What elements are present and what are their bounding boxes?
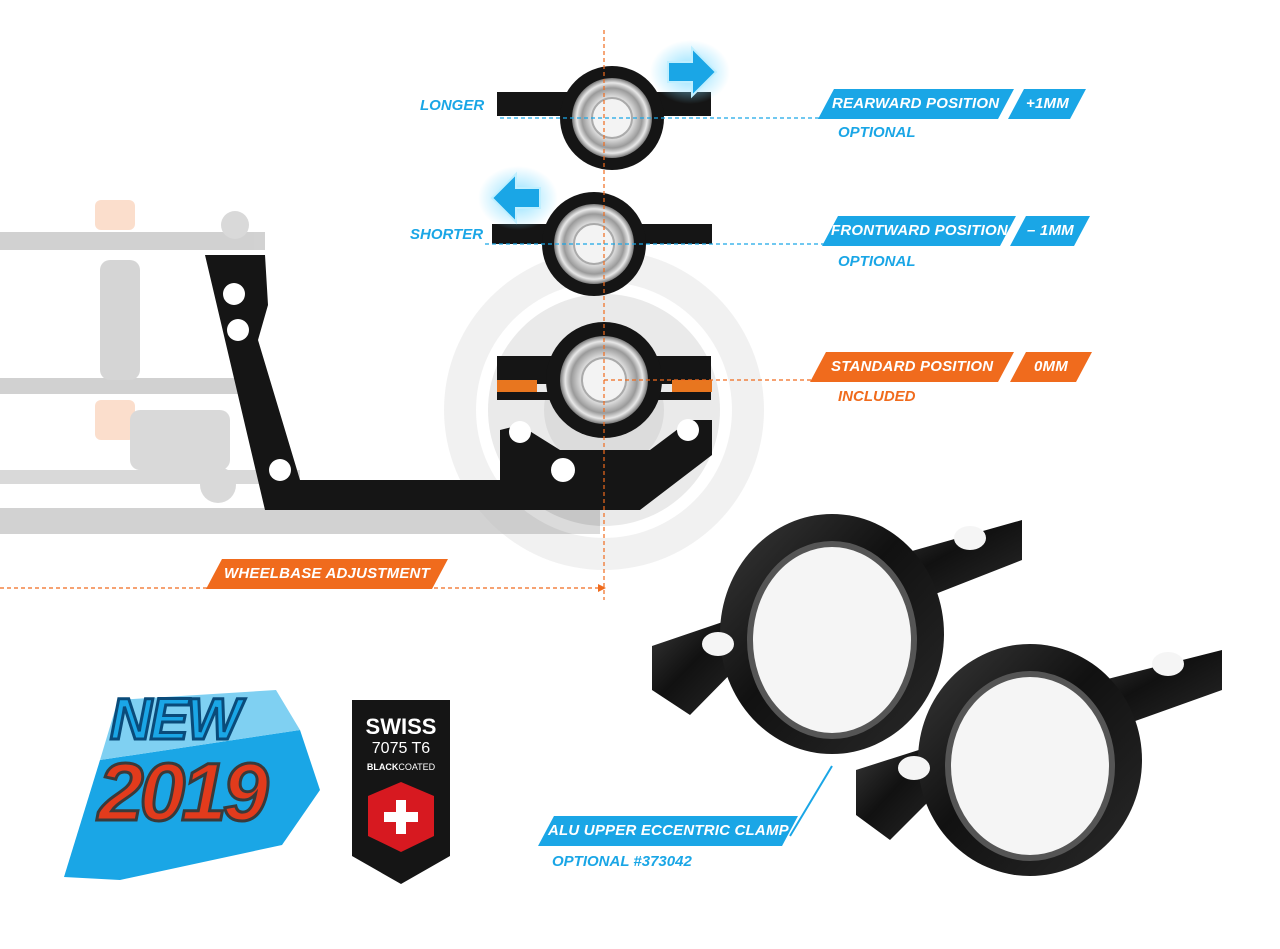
swiss-line2: 7075 T6 [371, 740, 431, 757]
tag-rearward: REARWARD POSITION [818, 89, 1014, 119]
new-2019-badge [64, 690, 320, 880]
frontward-optional: OPTIONAL [838, 253, 916, 270]
swiss-line3: BLACKCOATED [366, 762, 436, 772]
tag-standard: STANDARD POSITION [810, 352, 1014, 382]
tag-frontward: FRONTWARD POSITION [822, 216, 1016, 246]
label-longer: LONGER [420, 97, 485, 114]
tag-wheelbase: WHEELBASE ADJUSTMENT [206, 559, 448, 589]
clamp-optional: OPTIONAL #373042 [552, 853, 692, 870]
swiss-badge [352, 700, 450, 884]
chassis-plate [205, 255, 712, 510]
tag-clamp: ALU UPPER ECCENTRIC CLAMP [538, 816, 798, 846]
badge-new-year: 2019 [96, 746, 269, 840]
rearward-optional: OPTIONAL [838, 124, 916, 141]
product-clamp-1 [652, 514, 1022, 754]
arrow-left-icon [478, 166, 558, 230]
chassis-background [0, 200, 600, 534]
label-shorter: SHORTER [410, 226, 484, 243]
arrow-right-icon [650, 40, 730, 104]
badge-new-word: NEW [108, 686, 242, 754]
standard-included: INCLUDED [838, 388, 916, 405]
swiss-line1: SWISS [365, 714, 437, 739]
product-clamp-2 [856, 644, 1222, 876]
